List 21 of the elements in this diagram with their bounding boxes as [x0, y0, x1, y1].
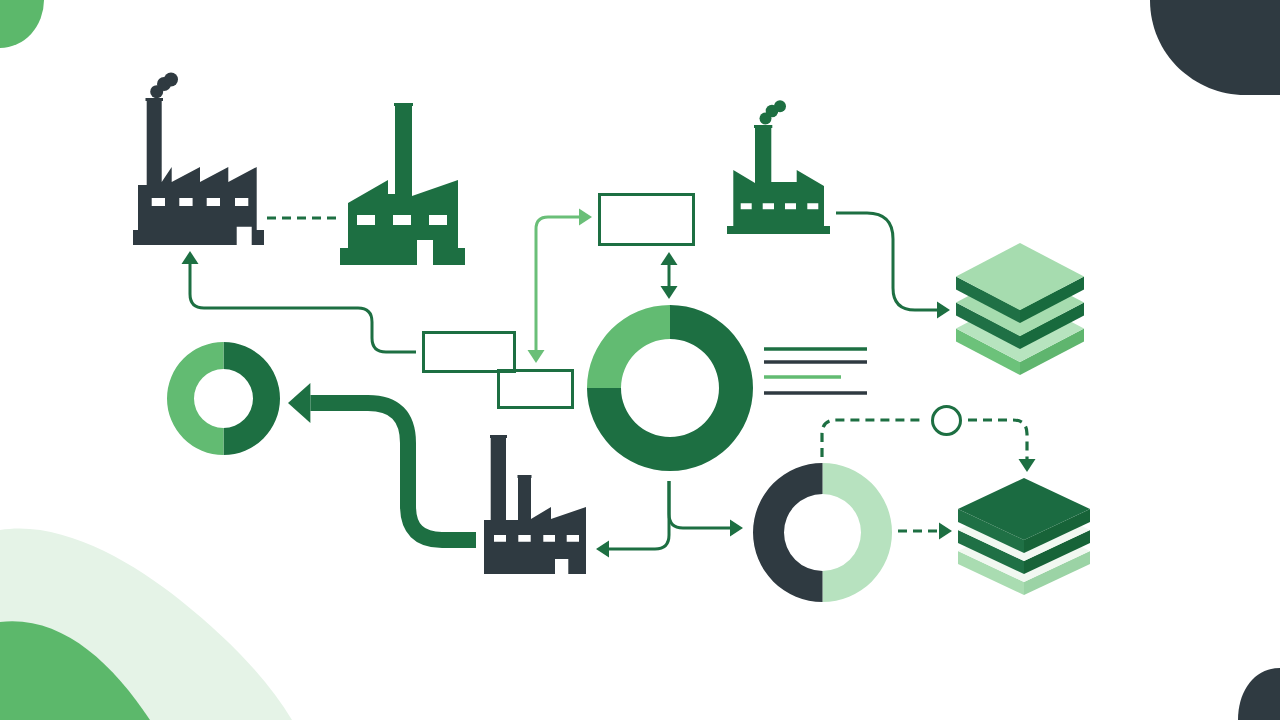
empty-box: [598, 193, 695, 246]
arrow: [836, 211, 950, 319]
dashed-arrow: [968, 418, 1036, 472]
factory-icon: [484, 435, 586, 574]
donut-icon: [587, 305, 753, 471]
empty-box: [422, 331, 516, 373]
layers-icon: [956, 243, 1084, 375]
dashed-arrow: [898, 522, 952, 540]
double-arrow: [660, 252, 678, 299]
donut-icon: [753, 463, 892, 602]
empty-box: [497, 369, 574, 409]
factory-icon: [340, 102, 465, 265]
arrow: [667, 481, 743, 537]
circle-icon: [931, 405, 962, 436]
layers-icon: [958, 478, 1090, 595]
donut-icon: [167, 342, 280, 455]
factory-icon: [727, 100, 830, 234]
factory-icon: [133, 72, 264, 245]
arrow: [181, 251, 416, 354]
double-arrow: [527, 208, 592, 363]
dashed-line: [267, 216, 337, 220]
